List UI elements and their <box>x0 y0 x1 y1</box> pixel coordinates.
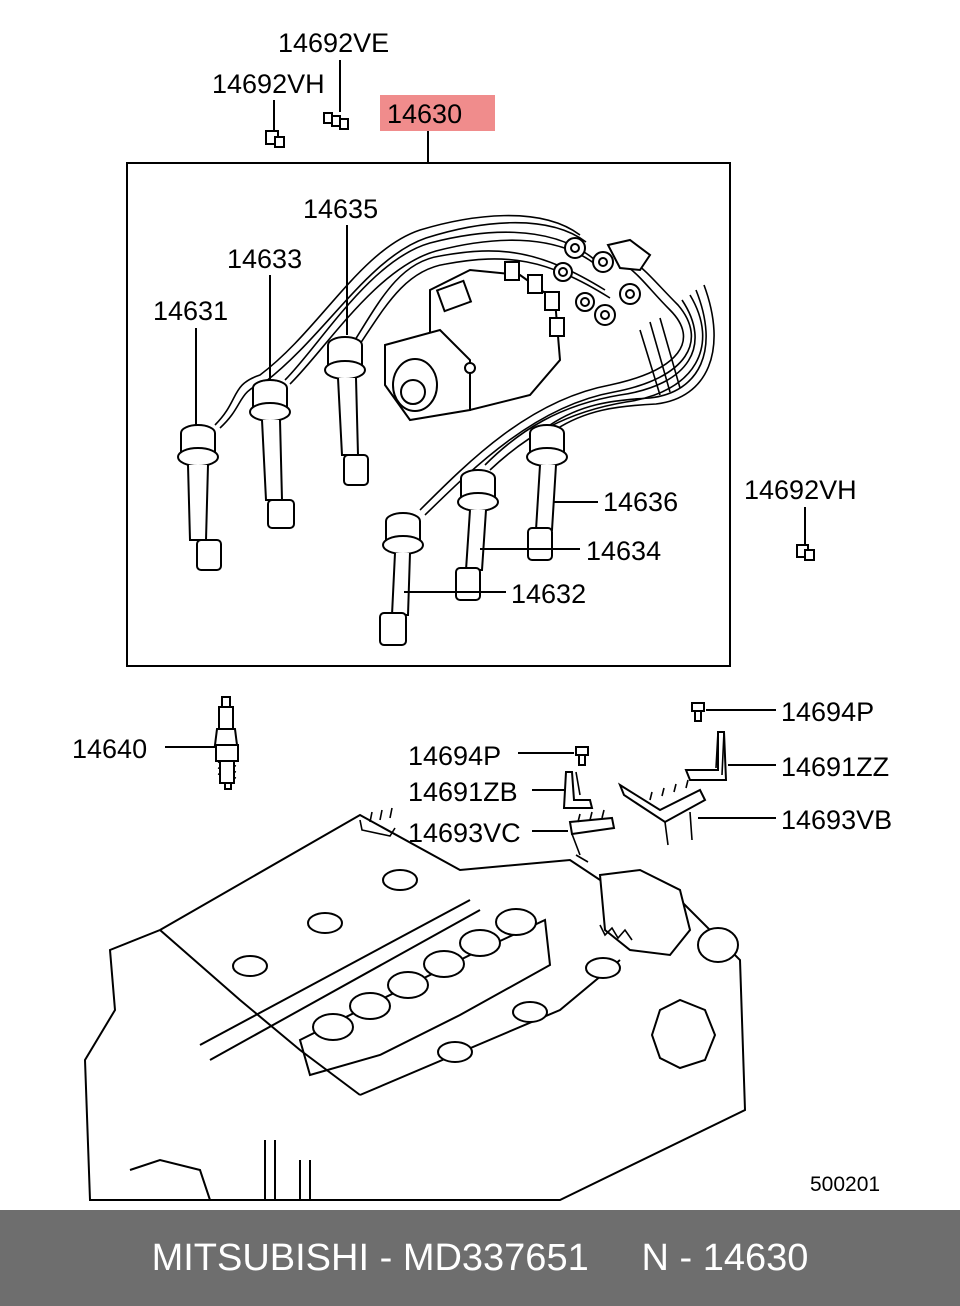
bolt-right-icon <box>691 702 705 722</box>
plug-wire-14633 <box>249 379 295 529</box>
label-14640[interactable]: 14640 <box>72 734 147 764</box>
footer-ref-number: 14630 <box>702 1236 809 1279</box>
footer-brand: MITSUBISHI <box>151 1236 370 1279</box>
label-14693vc[interactable]: 14693VC <box>408 818 521 848</box>
plug-wire-14635 <box>324 336 369 486</box>
highlight-14630 <box>380 95 495 131</box>
label-14693vb[interactable]: 14693VB <box>781 805 892 835</box>
plug-wire-14636 <box>526 424 568 561</box>
label-14694p-left[interactable]: 14694P <box>408 741 501 771</box>
distributor-boots-icon <box>553 237 652 326</box>
kit-box-14630 <box>126 162 731 667</box>
label-14691zb[interactable]: 14691ZB <box>408 777 518 807</box>
label-14632[interactable]: 14632 <box>511 579 586 609</box>
footer-part-number: MD337651 <box>402 1236 589 1279</box>
wire-bundle <box>214 214 715 516</box>
footer-separator-1: - <box>369 1236 403 1279</box>
label-14636[interactable]: 14636 <box>603 487 678 517</box>
label-14692vh-top[interactable]: 14692VH <box>212 69 325 99</box>
parts-diagram: 14692VE 14692VH 14630 <box>72 28 892 1201</box>
bracket-14691zb-icon <box>562 771 594 809</box>
label-14691zz[interactable]: 14691ZZ <box>781 752 889 782</box>
bolt-left-icon <box>575 746 589 766</box>
footer-prefix: N <box>641 1236 669 1279</box>
plug-wire-14631 <box>177 424 222 571</box>
footer-part-banner: MITSUBISHI - MD337651 N - 14630 <box>0 1210 960 1306</box>
holder-14693vc-icon <box>568 809 616 863</box>
label-14631[interactable]: 14631 <box>153 296 228 326</box>
label-14630[interactable]: 14630 <box>387 99 462 129</box>
plug-wire-14634 <box>455 469 499 601</box>
diagram-id: 500201 <box>810 1173 880 1196</box>
clip-14692ve-icon <box>323 112 349 130</box>
clip-14692vh-right-icon <box>796 544 815 561</box>
spark-plug-icon <box>213 696 239 790</box>
footer-separator-2: - <box>668 1236 703 1279</box>
footer-gap <box>589 1237 642 1280</box>
bracket-14691zz-icon <box>684 731 728 781</box>
holder-14693vb-icon <box>617 779 707 846</box>
label-14692vh-right[interactable]: 14692VH <box>744 475 857 505</box>
label-14694p-right[interactable]: 14694P <box>781 697 874 727</box>
label-14692ve[interactable]: 14692VE <box>278 28 389 58</box>
label-14634[interactable]: 14634 <box>586 536 661 566</box>
distributor-cap-icon <box>384 261 565 422</box>
label-14633[interactable]: 14633 <box>227 244 302 274</box>
clip-14692vh-icon <box>265 130 285 148</box>
engine-block-illustration <box>83 807 747 1201</box>
label-14635[interactable]: 14635 <box>303 194 378 224</box>
plug-wire-14632 <box>379 512 424 646</box>
